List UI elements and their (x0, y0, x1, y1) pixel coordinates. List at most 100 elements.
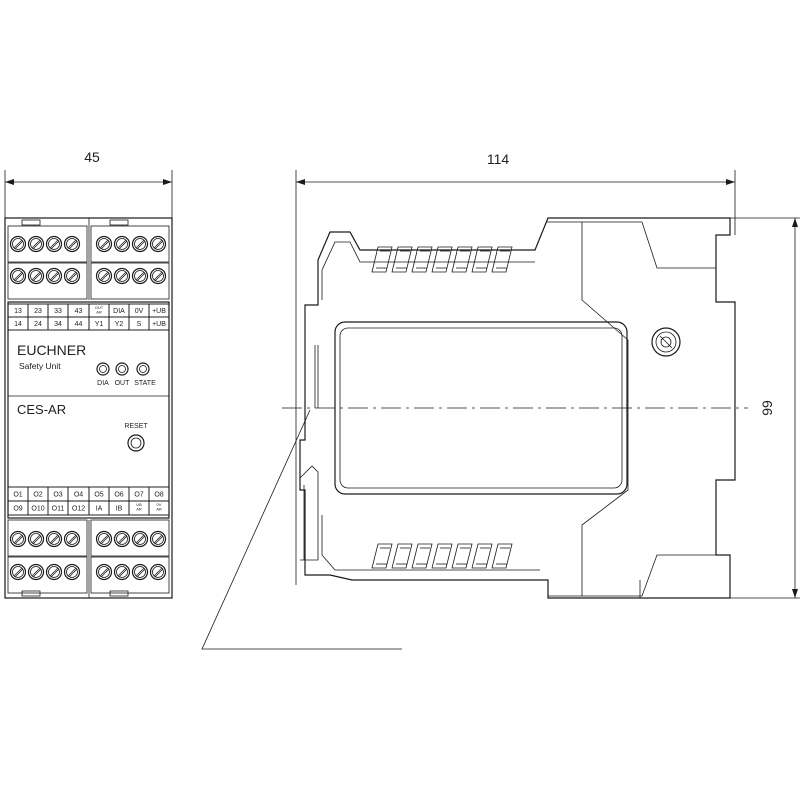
terminal-label: O10 (31, 506, 44, 513)
terminal-label: 34 (54, 321, 62, 328)
dimension-label-depth: 114 (487, 151, 510, 167)
screw-terminal (113, 267, 131, 285)
terminal-label: +UB (152, 321, 166, 328)
terminal-label: 43 (75, 308, 83, 315)
screw-terminal (9, 267, 27, 285)
screw-terminal (45, 563, 63, 581)
terminal-label: Y1 (95, 321, 104, 328)
grip-rib (371, 246, 393, 273)
screw-terminal (131, 235, 149, 253)
bottom-screw-terminals (9, 530, 167, 581)
grip-rib (411, 246, 433, 273)
screw-terminal (45, 267, 63, 285)
terminal-label: O5 (94, 492, 103, 499)
screw-terminal (95, 530, 113, 548)
screw-terminal (63, 267, 81, 285)
terminal-label: S (137, 321, 142, 328)
faceplate (7, 301, 170, 519)
ventilation-grip-bottom (371, 543, 513, 569)
terminal-label: 33 (54, 308, 62, 315)
screw-terminal (131, 267, 149, 285)
grip-rib (391, 543, 413, 569)
model-name: CES-AR (17, 402, 66, 417)
screw-terminal (9, 235, 27, 253)
dimension-side-depth: 114 (295, 151, 736, 585)
grip-rib (431, 543, 453, 569)
screw-terminal (63, 563, 81, 581)
screw-terminal (9, 563, 27, 581)
led-label-out: OUT (115, 380, 131, 387)
screw-terminal (113, 235, 131, 253)
screw-terminal (149, 563, 167, 581)
leader-line (201, 409, 402, 650)
screw-terminal (131, 563, 149, 581)
terminal-label: Y2 (115, 321, 124, 328)
grip-rib (431, 246, 453, 273)
screw-terminal (27, 563, 45, 581)
screw-terminal (95, 235, 113, 253)
grip-rib (471, 246, 493, 273)
screw-terminal (149, 235, 167, 253)
terminal-label: O1 (13, 492, 22, 499)
dimension-label-width: 45 (84, 149, 100, 165)
screw-terminal (149, 530, 167, 548)
screw-terminal (27, 530, 45, 548)
terminal-label: O4 (74, 492, 83, 499)
screw-terminal (9, 530, 27, 548)
terminal-label: 44 (75, 321, 83, 328)
terminal-label: O3 (53, 492, 62, 499)
grip-rib (371, 543, 393, 569)
terminal-label: 0V (135, 308, 144, 315)
led-state (136, 362, 150, 376)
screw-terminal (27, 267, 45, 285)
screw-terminal (27, 235, 45, 253)
screw-terminal (113, 563, 131, 581)
screw-terminal (113, 530, 131, 548)
terminal-label: O9 (13, 506, 22, 513)
grip-rib (471, 543, 493, 569)
grip-rib (411, 543, 433, 569)
screw-terminal (63, 530, 81, 548)
top-terminal-block (7, 225, 170, 300)
terminal-label: +UB (152, 308, 166, 315)
led-out (115, 362, 129, 376)
dimension-label-height: 99 (759, 400, 775, 416)
terminal-label: O2 (33, 492, 42, 499)
grip-rib (451, 246, 473, 273)
product-subtitle: Safety Unit (19, 361, 61, 371)
terminal-label: O7 (134, 492, 143, 499)
terminal-label: 13 (14, 308, 22, 315)
reset-button[interactable] (127, 434, 145, 452)
terminal-label: DIA (113, 308, 125, 315)
brand-name: EUCHNER (17, 342, 86, 358)
screw-terminal (149, 267, 167, 285)
top-screw-terminals (9, 235, 167, 285)
terminal-label: IA (96, 506, 103, 513)
led-label-state: STATE (134, 380, 156, 387)
grip-rib (491, 246, 513, 273)
terminal-label: O8 (154, 492, 163, 499)
screw-terminal (95, 267, 113, 285)
terminal-label: 14 (14, 321, 22, 328)
terminal-label: O11 (52, 506, 65, 513)
screw-terminal (95, 563, 113, 581)
screw-terminal (131, 530, 149, 548)
terminal-label: 24 (34, 321, 42, 328)
grip-rib (451, 543, 473, 569)
led-dia (96, 362, 110, 376)
terminal-label: IB (116, 506, 123, 513)
screw-terminal (45, 530, 63, 548)
ventilation-grip-top (371, 246, 513, 273)
terminal-label: 23 (34, 308, 42, 315)
bottom-terminal-block (7, 519, 170, 594)
terminal-label: O12 (72, 506, 85, 513)
reset-label: RESET (124, 423, 148, 430)
adjustment-screw (651, 327, 681, 357)
screw-terminal (63, 235, 81, 253)
led-label-dia: DIA (97, 380, 109, 387)
